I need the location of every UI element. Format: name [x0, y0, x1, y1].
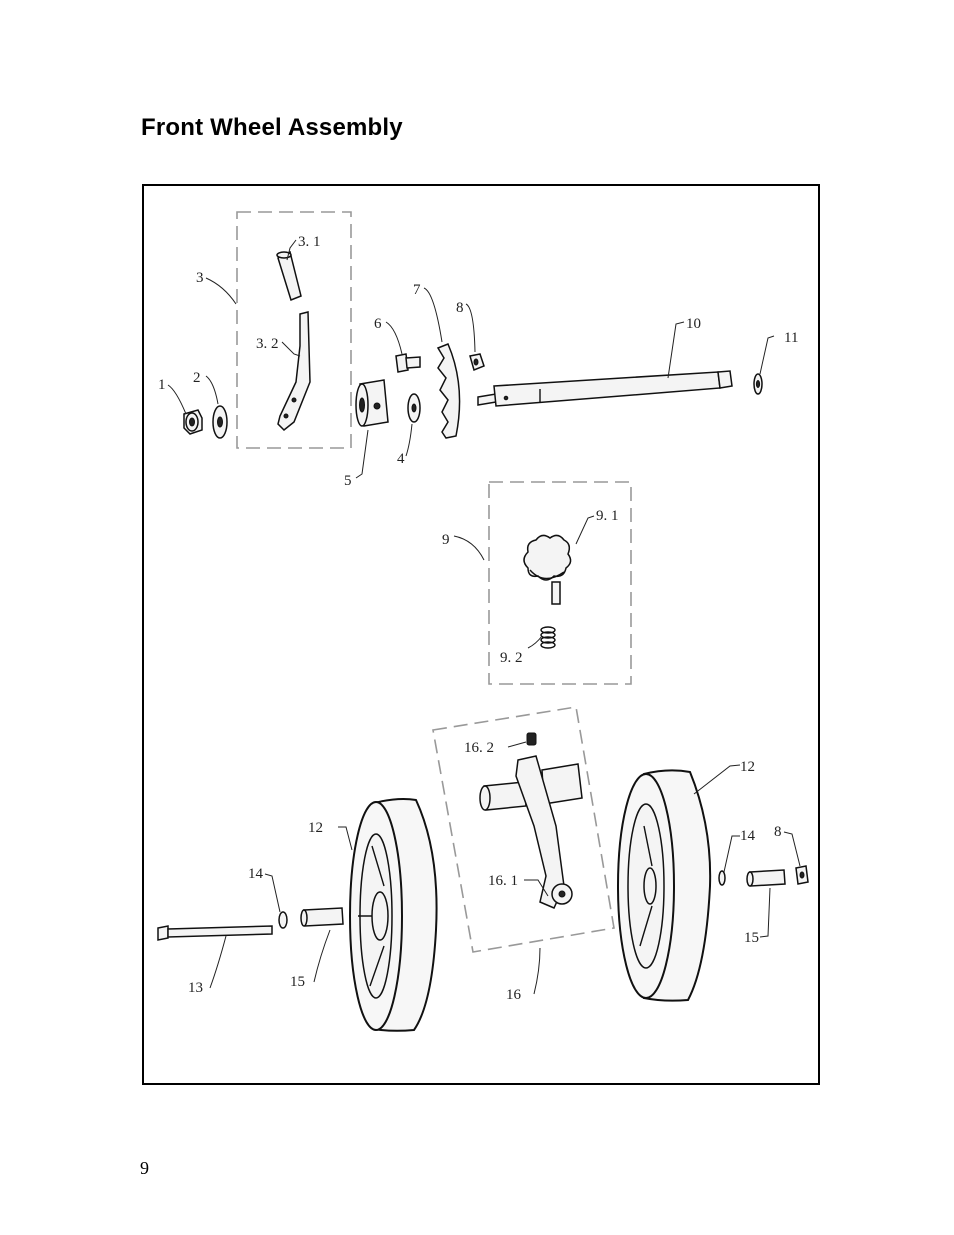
- part-3-1-grip: [276, 250, 302, 301]
- callout-3: 3: [196, 270, 204, 286]
- leader-lines: [167, 239, 801, 995]
- callout-12-right: 12: [740, 759, 755, 775]
- callout-15-right: 15: [744, 930, 759, 946]
- callout-13: 13: [188, 980, 203, 996]
- group-box-16: [432, 706, 615, 953]
- callout-14-left: 14: [248, 866, 264, 882]
- part-12-wheel-left: [349, 798, 438, 1032]
- callout-4: 4: [397, 451, 405, 467]
- part-14-washer-left: [278, 911, 288, 929]
- exploded-diagram: 1 2 3 3. 1 3. 2 4 5 6 7 8 9 9. 1 9. 2 10…: [157, 211, 809, 1032]
- callout-9: 9: [442, 532, 450, 548]
- part-13-long-bolt: [157, 925, 273, 941]
- part-8-nut-top: [469, 353, 485, 372]
- callout-11: 11: [784, 330, 798, 346]
- callout-8-top: 8: [456, 300, 464, 316]
- part-9-1-star-knob: [523, 534, 572, 605]
- part-2-washer: [212, 405, 228, 439]
- callout-14-right: 14: [740, 828, 756, 844]
- part-5-cam-hub: [355, 379, 389, 427]
- callout-2: 2: [193, 370, 201, 386]
- callout-9-2: 9. 2: [500, 650, 523, 666]
- part-11-clip: [753, 373, 763, 395]
- part-12-wheel-right: [617, 769, 712, 1002]
- part-6-bolt: [395, 353, 421, 373]
- callout-16-1: 16. 1: [488, 873, 518, 889]
- group-box-9: [488, 481, 632, 685]
- part-1-flange-nut: [183, 409, 203, 435]
- callout-15-left: 15: [290, 974, 305, 990]
- part-14-washer-right: [718, 870, 726, 886]
- part-15-spacer-left: [300, 907, 344, 927]
- callout-8-right: 8: [774, 824, 782, 840]
- part-9-2-spring: [540, 626, 556, 649]
- part-4-washer: [407, 393, 421, 423]
- part-15-spacer-right: [746, 869, 786, 887]
- group-box-3: [236, 211, 352, 449]
- callout-7: 7: [413, 282, 421, 298]
- callout-10: 10: [686, 316, 701, 332]
- exploded-diagram-frame: 1 2 3 3. 1 3. 2 4 5 6 7 8 9 9. 1 9. 2 10…: [142, 184, 820, 1085]
- callout-5: 5: [344, 473, 352, 489]
- part-7-notched-plate: [436, 343, 461, 439]
- callout-1: 1: [158, 377, 166, 393]
- part-10-axle: [477, 370, 733, 407]
- part-8-nut-right: [795, 865, 809, 885]
- part-16-1-swivel-fork: [479, 755, 583, 909]
- callout-16: 16: [506, 987, 522, 1003]
- callout-12-left: 12: [308, 820, 323, 836]
- callout-3-1: 3. 1: [298, 234, 321, 250]
- part-16-2-set-screw: [526, 732, 537, 746]
- page-number: 9: [140, 1158, 149, 1178]
- page-title: Front Wheel Assembly: [141, 114, 403, 141]
- part-3-2-lever: [277, 311, 311, 432]
- callout-6: 6: [374, 316, 382, 332]
- callout-16-2: 16. 2: [464, 740, 494, 756]
- callout-3-2: 3. 2: [256, 336, 279, 352]
- callout-9-1: 9. 1: [596, 508, 619, 524]
